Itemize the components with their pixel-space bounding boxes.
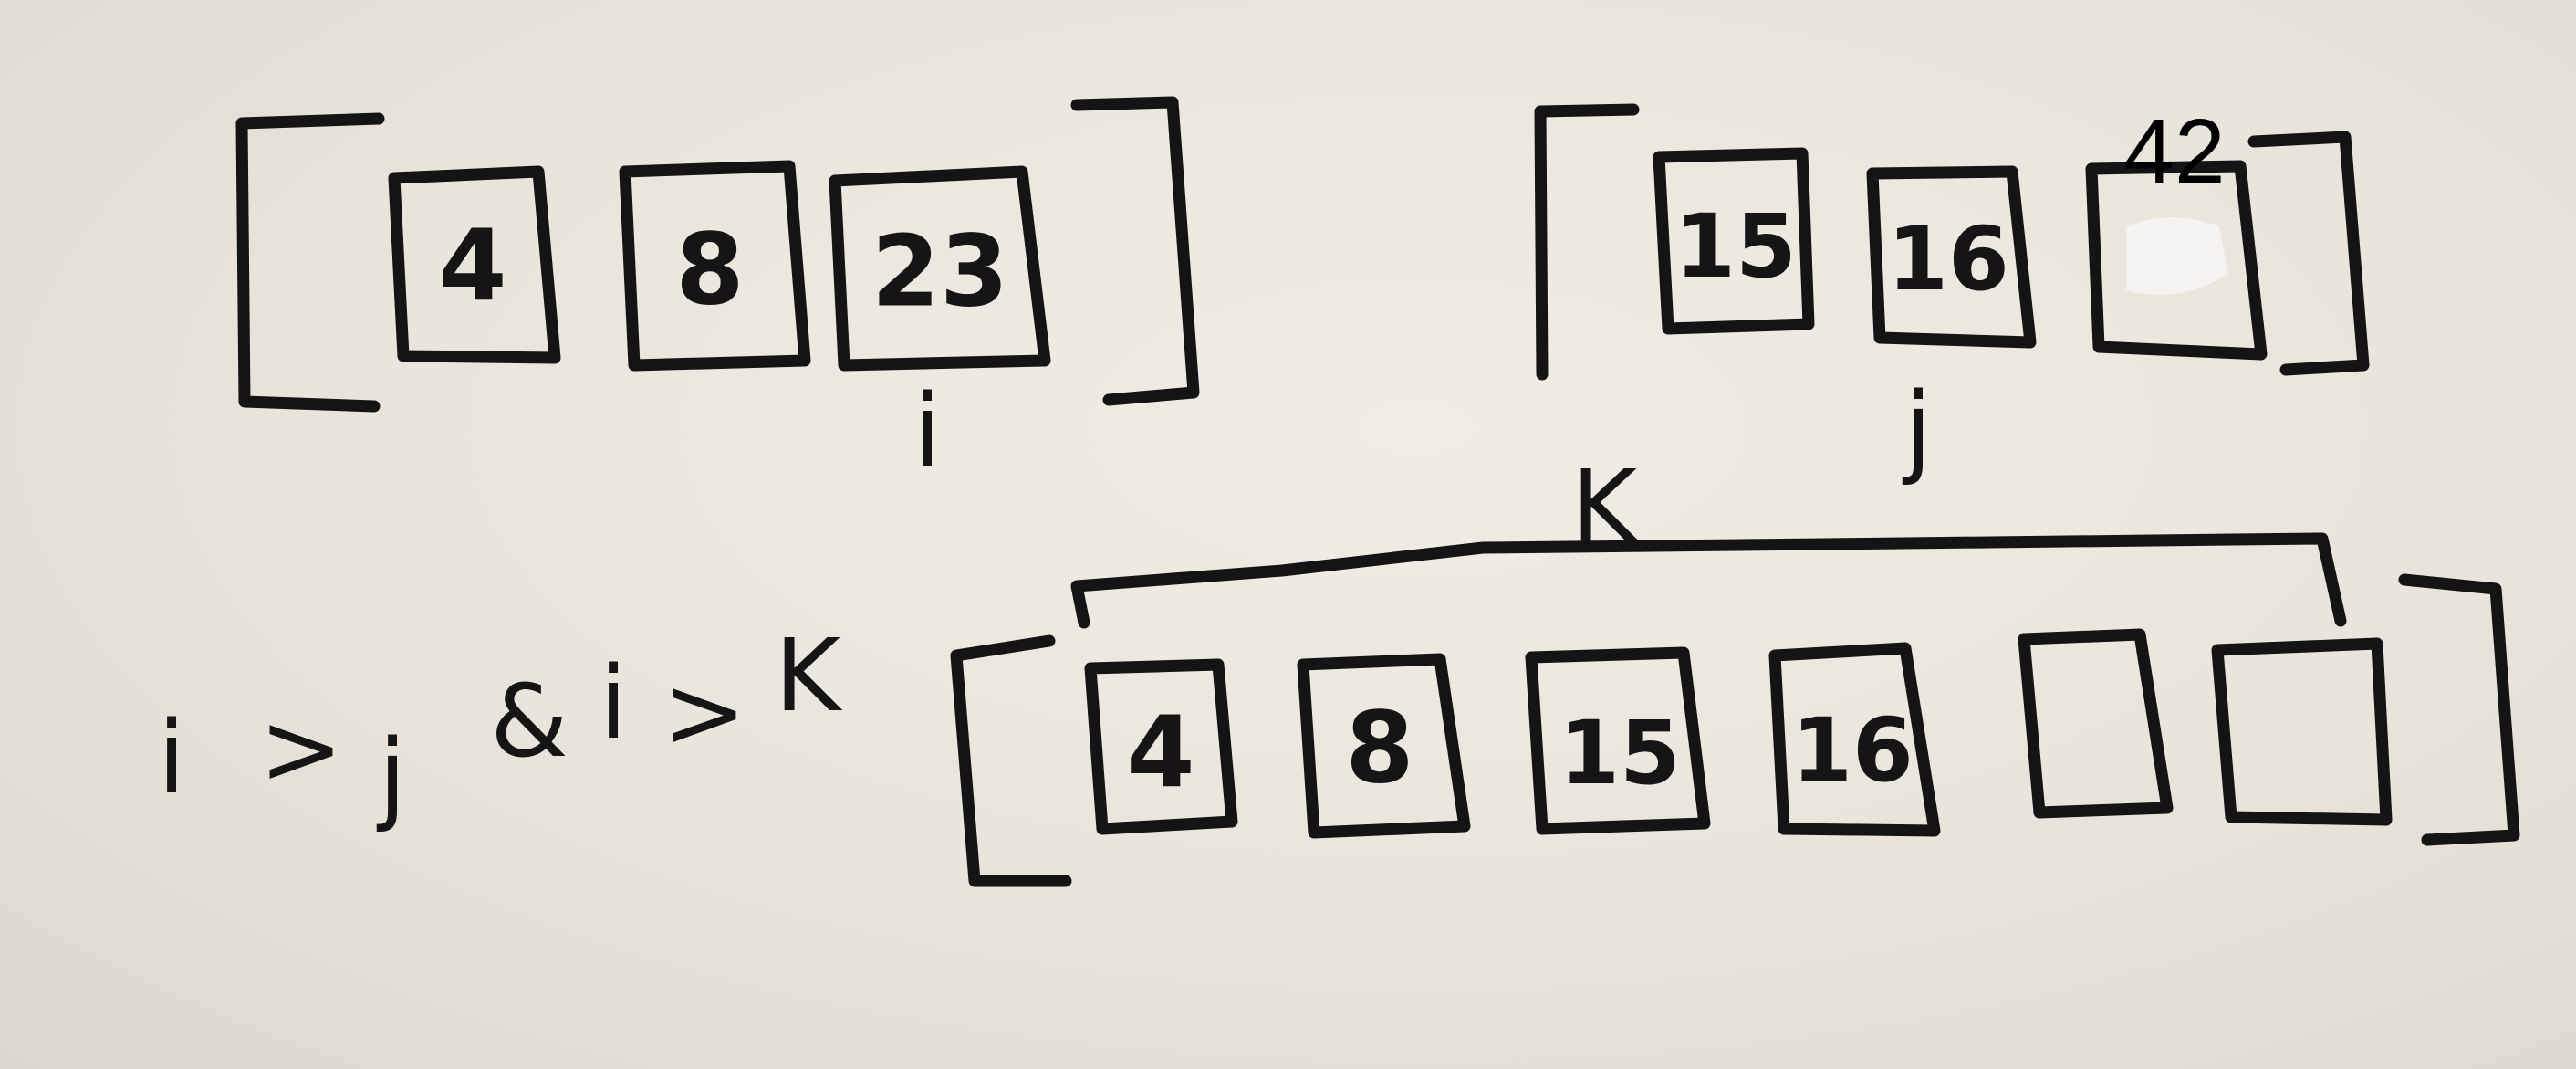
left-array-value: 23 (871, 215, 1008, 330)
merged-array-cell (2018, 628, 2174, 819)
condition-operator: > (259, 690, 343, 807)
pointer-i-label: i (913, 372, 942, 489)
right-array-cell: 16 (1866, 165, 2037, 349)
condition-mid-var: j (377, 718, 407, 834)
merged-array-open-bracket (950, 634, 1072, 887)
left-array-cell: 4 (388, 165, 561, 364)
right-array-cell (2085, 160, 2268, 361)
left-array-value: 8 (675, 214, 744, 328)
right-array-value: 15 (1674, 195, 1797, 298)
merged-array-cell: 8 (1297, 653, 1471, 839)
pointer-j-label: j (1903, 371, 1933, 487)
left-array-cell: 8 (619, 160, 811, 372)
merged-array-value: 8 (1345, 692, 1413, 806)
left-array-cell: 23 (829, 165, 1051, 372)
erased-value-smudge (2126, 217, 2228, 296)
condition-right-var: K (775, 617, 843, 734)
right-array: 15 16 42 j (1534, 100, 2370, 487)
left-array-close-bracket (1070, 96, 1200, 406)
merged-array: 4 8 15 16 K (950, 448, 2520, 887)
right-array-cell: 15 (1653, 147, 1815, 335)
merged-array-cell: 16 (1768, 642, 1941, 837)
condition-left-var: i (158, 699, 186, 816)
merged-array-value: 15 (1559, 702, 1681, 804)
merged-pointer-brace (1070, 532, 2347, 629)
merged-array-value: 4 (1126, 697, 1194, 811)
condition-operator-2: > (662, 654, 746, 770)
left-array-open-bracket (235, 112, 385, 413)
merged-array-close-bracket (2398, 573, 2520, 846)
condition-left-var-2: i (600, 645, 628, 761)
left-array-value: 4 (438, 210, 506, 324)
merged-array-value: 16 (1791, 699, 1914, 802)
merged-array-cell: 15 (1525, 646, 1711, 835)
right-array-value: 16 (1887, 208, 2009, 310)
condition-joiner: & (490, 663, 568, 780)
pointer-k-label: K (1571, 448, 1640, 565)
typed-value-annotation: 42 (2123, 100, 2225, 203)
merged-array-cell: 4 (1084, 658, 1238, 835)
right-array-open-bracket (1534, 103, 1640, 381)
left-array: 4 8 23 i (235, 96, 1200, 489)
merged-array-cell (2211, 637, 2393, 826)
loop-condition: i > j & i > K (158, 617, 843, 834)
right-array-close-bracket (2247, 131, 2370, 376)
